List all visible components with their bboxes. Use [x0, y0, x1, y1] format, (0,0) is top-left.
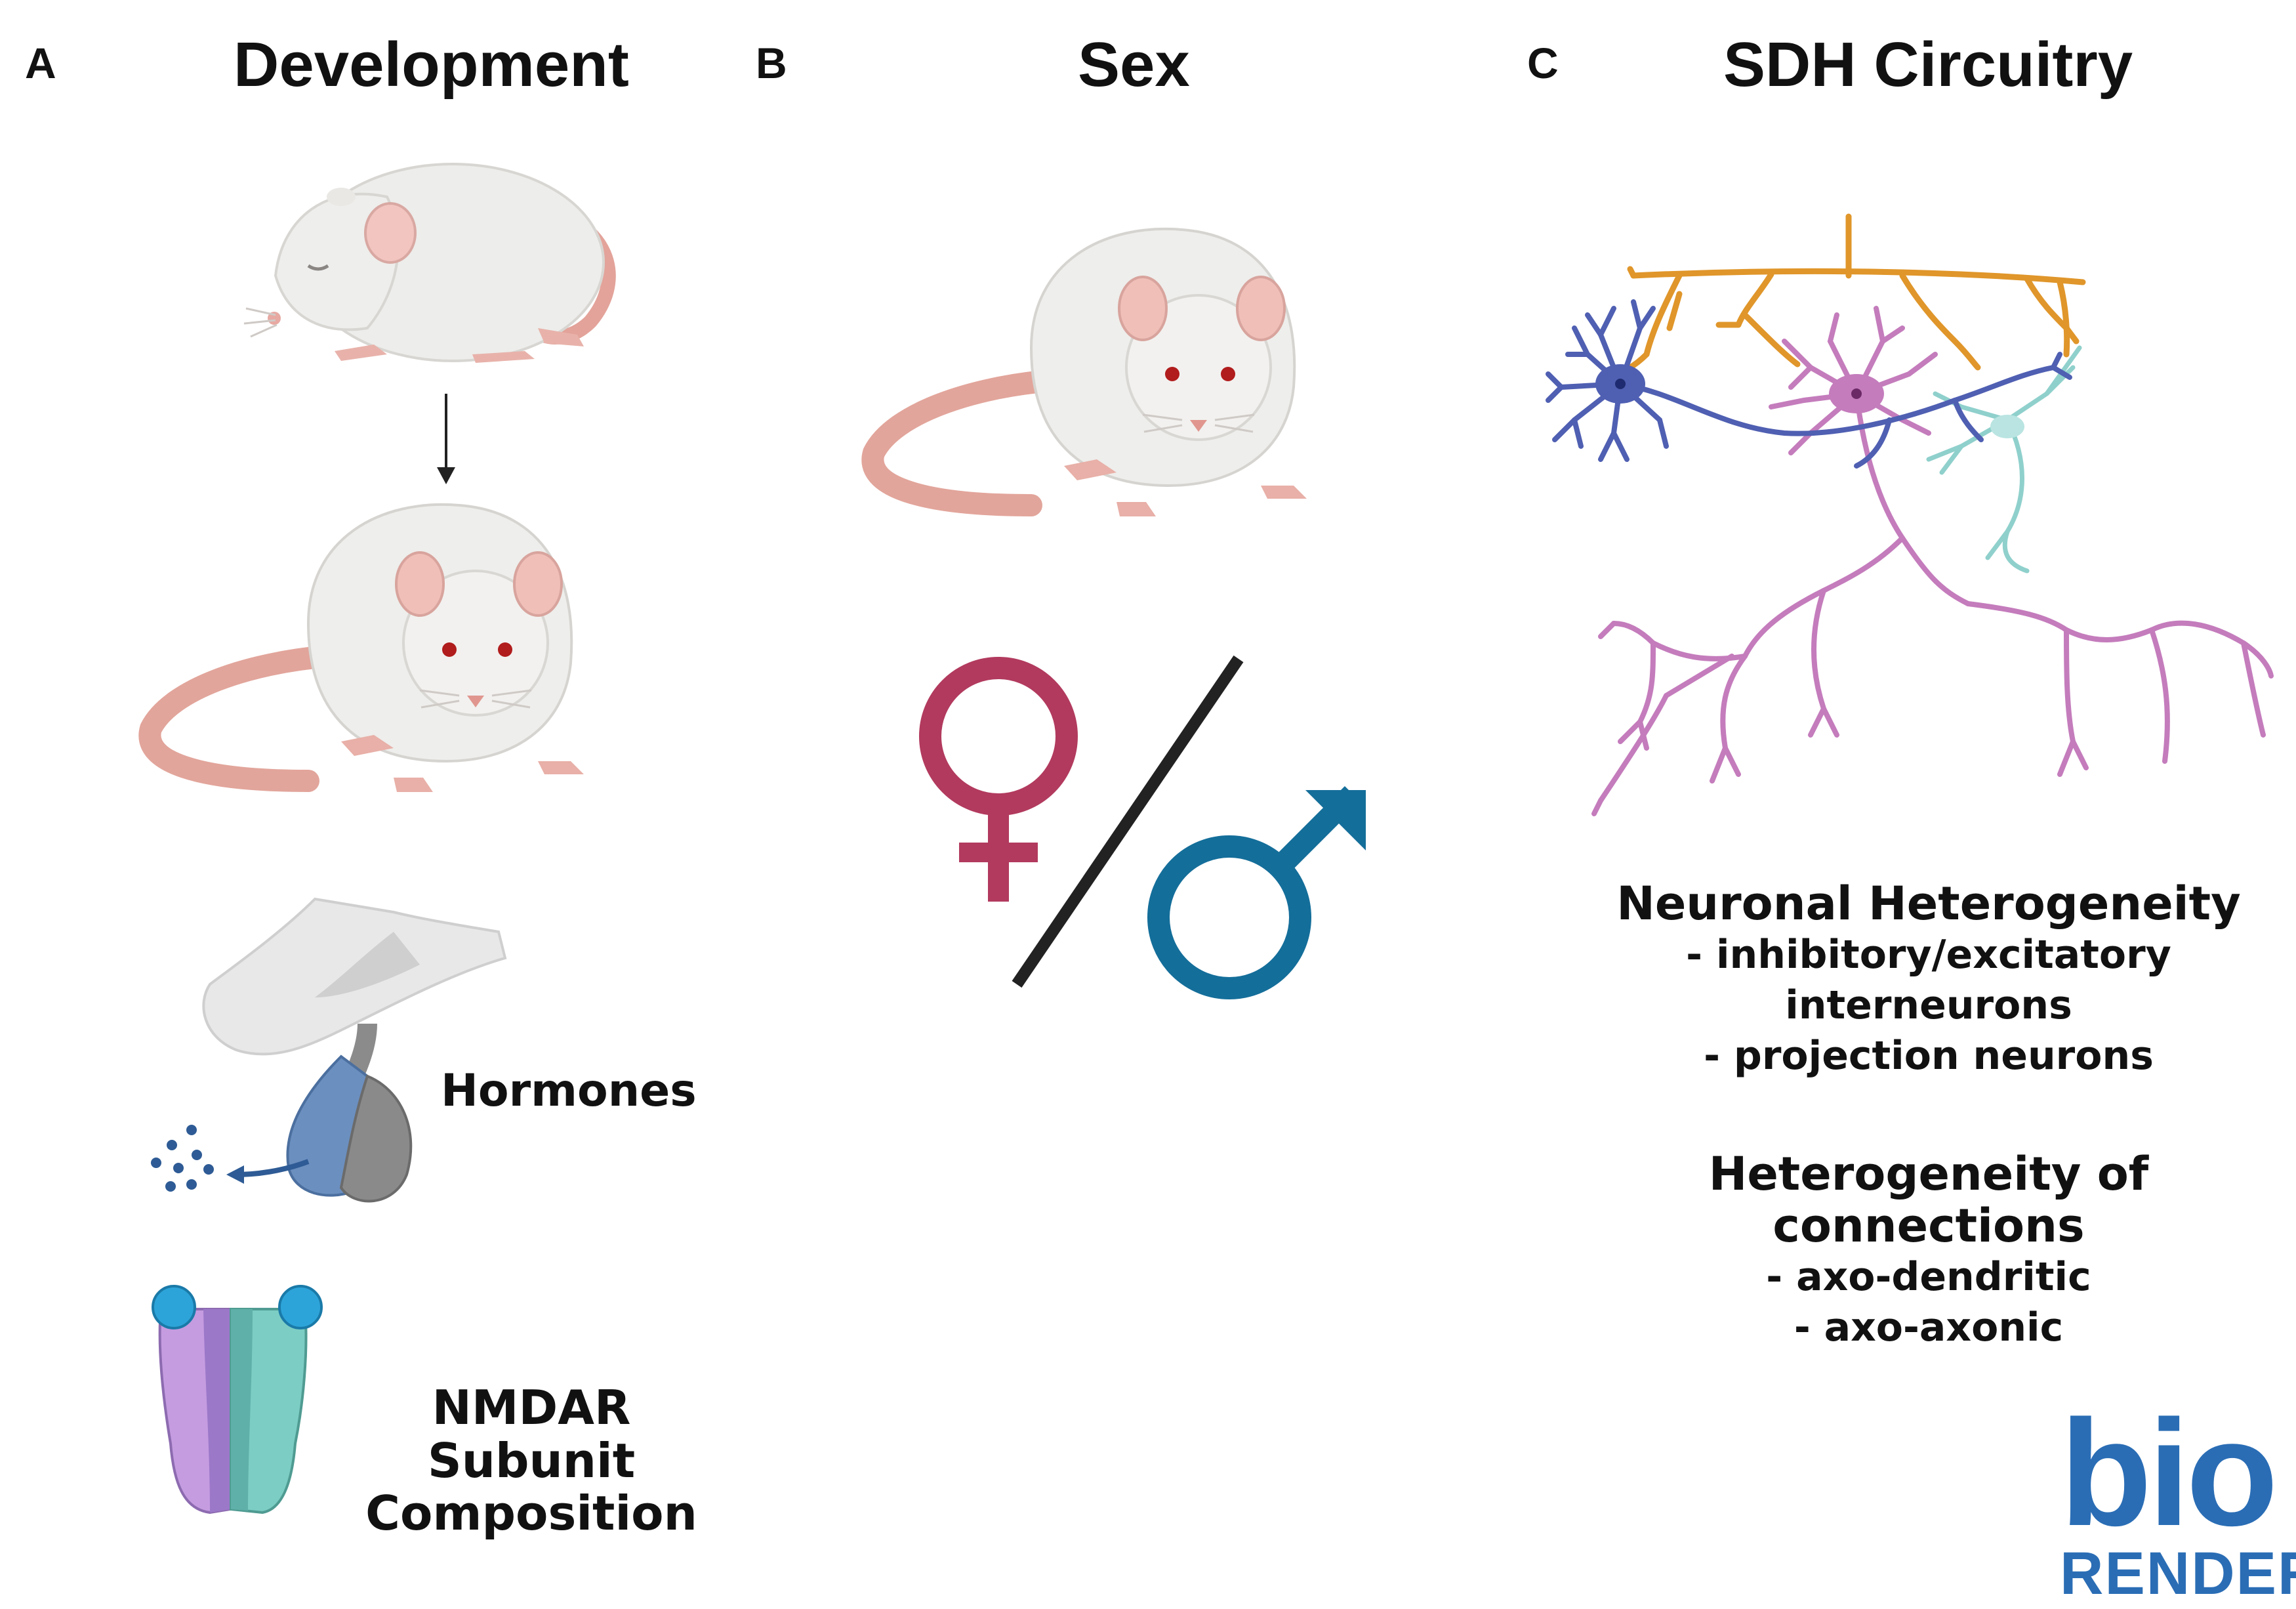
neuronal-item: - projection neurons: [1704, 1032, 2154, 1079]
nmdar-label-line1: NMDAR Subunit: [427, 1380, 636, 1488]
hormones-label: Hormones: [441, 1065, 697, 1117]
connections-heading-line1: Heterogeneity of: [1708, 1147, 2149, 1201]
biorender-logo: bio RENDER: [2060, 1389, 2296, 1607]
panel-letter-b: B: [756, 39, 787, 87]
connections-heading-line2: connections: [1773, 1199, 2085, 1253]
nmdar-label-line2: Composition: [365, 1486, 697, 1541]
neuronal-heterogeneity-heading: Neuronal Heterogeneity: [1616, 877, 2241, 930]
biorender-logo-render: RENDER: [2060, 1540, 2296, 1607]
biorender-logo-bio: bio: [2060, 1389, 2278, 1557]
connection-item: - axo-axonic: [1794, 1304, 2064, 1350]
neuronal-heterogeneity-block: Neuronal Heterogeneity - inhibitory/exci…: [1568, 877, 2289, 1081]
panel-title-sdh-circuitry: SDH Circuitry: [1723, 30, 2133, 100]
neuronal-item: interneurons: [1785, 982, 2072, 1028]
connections-heterogeneity-block: Heterogeneity of connections - axo-dendr…: [1568, 1148, 2289, 1353]
connection-item: - axo-dendritic: [1766, 1254, 2091, 1301]
panel-letter-c: C: [1527, 39, 1559, 87]
panel-title-development: Development: [234, 30, 629, 100]
panel-title-sex: Sex: [1078, 30, 1190, 100]
nmdar-label: NMDAR Subunit Composition: [348, 1381, 715, 1540]
panel-letter-a: A: [25, 39, 56, 87]
neuronal-item: - inhibitory/excitatory: [1686, 932, 2171, 978]
